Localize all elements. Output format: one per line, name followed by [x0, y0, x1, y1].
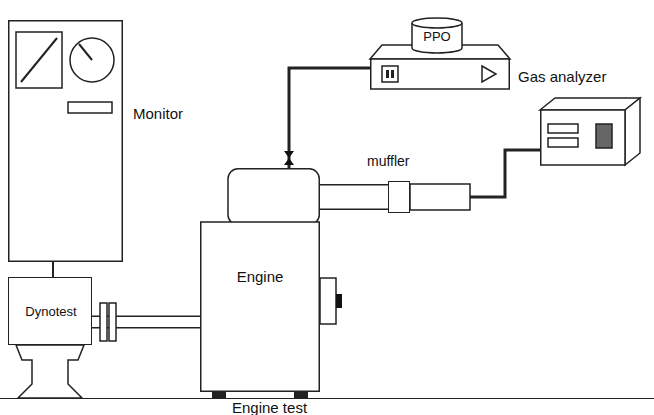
label-slot: muffler [367, 152, 410, 170]
signal-cable [53, 262, 54, 277]
monitor-panel: Monitor [8, 20, 123, 262]
node-label: PPO [423, 29, 450, 44]
node-label: muffler [367, 153, 410, 169]
connector-line [52, 262, 54, 277]
exhaust-pipe [410, 184, 470, 210]
engine-block: Engine [200, 168, 320, 392]
node-label: Monitor [133, 105, 183, 122]
gas-analyzer-outline [540, 110, 625, 165]
node-label: Engine [237, 268, 284, 285]
node-label: Gas analyzer [518, 68, 606, 85]
node-label: Engine test [232, 399, 307, 415]
ppo-scale-outline [370, 15, 510, 90]
label-slot: Monitor [133, 105, 183, 123]
gas-analyzer: Gas analyzer [540, 110, 625, 165]
label-slot: PPO [412, 27, 462, 45]
dynotest-stand [16, 345, 84, 398]
monitor-panel-outline [8, 20, 123, 262]
ppo-scale: PPO [370, 15, 510, 90]
label-slot: Engine [200, 268, 320, 286]
test-bench-band: Engine test [0, 398, 654, 415]
drive-shaft [92, 321, 200, 322]
connector-core [320, 186, 388, 209]
valve-symbol [284, 151, 294, 165]
label-slot: Gas analyzer [518, 68, 606, 86]
exhaust-pipe [320, 197, 388, 198]
connector-line [320, 184, 388, 210]
connector-line [92, 315, 200, 328]
label-slot: Engine test [232, 399, 307, 415]
connector-core [92, 317, 200, 327]
node-label: Dynotest [25, 304, 76, 319]
coupling-disc [109, 303, 116, 341]
muffler-box: muffler [388, 181, 410, 213]
coupling-disc [100, 303, 107, 341]
label-slot: Dynotest [9, 302, 93, 320]
connector-line [289, 68, 370, 168]
fuel-line [289, 68, 370, 168]
dynotest-box: Dynotest [8, 277, 92, 345]
